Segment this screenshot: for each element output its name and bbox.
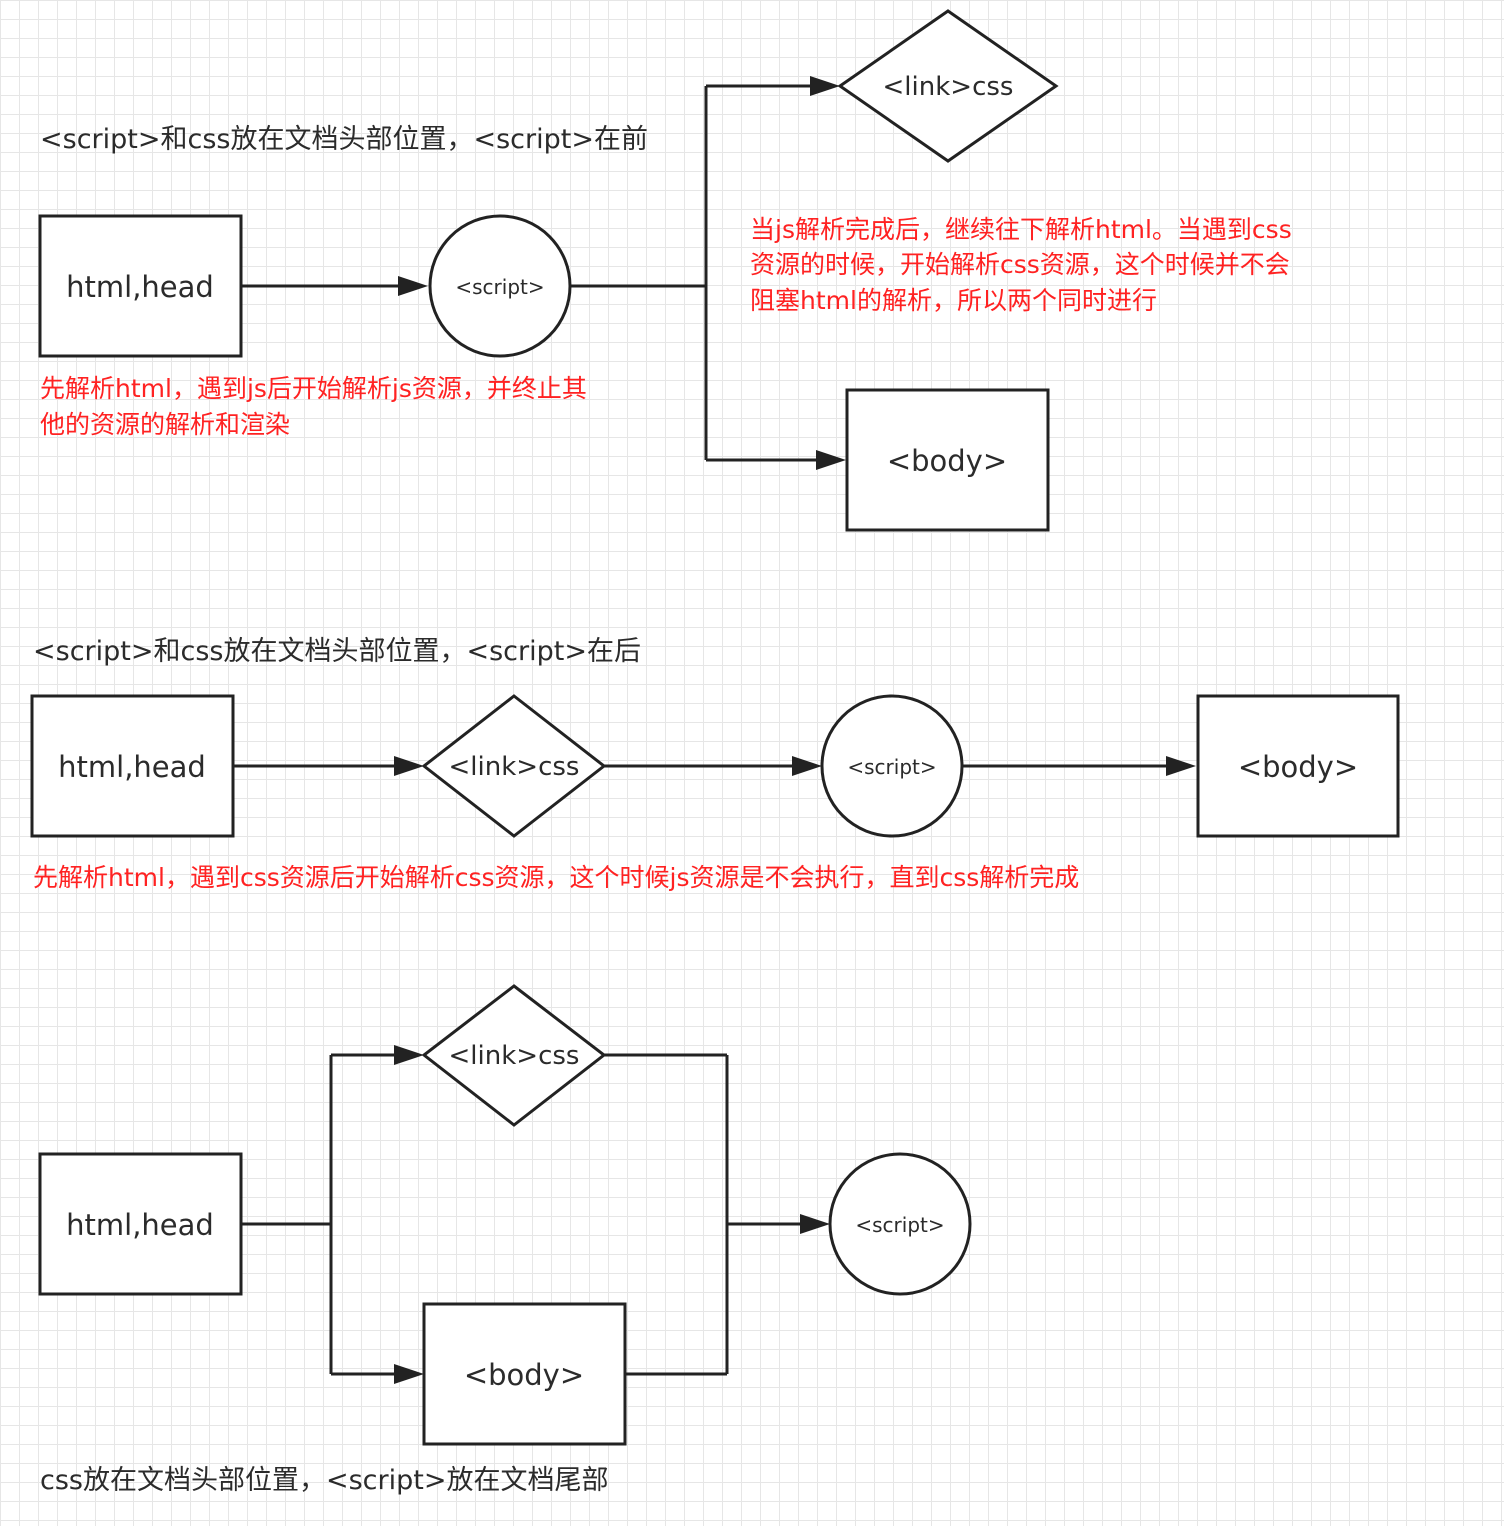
arrowhead	[1166, 756, 1196, 776]
node-link-css-label: <link>css	[883, 72, 1014, 102]
section1-note-left-line1: 先解析html，遇到js后开始解析js资源，并终止其	[40, 374, 587, 403]
section-script-last: <script>和css放在文档头部位置，<script>在后 html,hea…	[30, 636, 1400, 892]
arrowhead	[394, 1364, 424, 1384]
section1-note-right-line3: 阻塞html的解析，所以两个同时进行	[750, 286, 1157, 315]
node-html-head	[38, 214, 243, 358]
node-body	[845, 388, 1050, 532]
section2-note: 先解析html，遇到css资源后开始解析css资源，这个时候js资源是不会执行，…	[33, 863, 1079, 892]
node-html-head-label: html,head	[66, 1208, 214, 1242]
arrowhead	[810, 76, 840, 96]
section-script-at-end: html,head <link>css <body> <script> css放…	[38, 984, 972, 1496]
arrowhead	[398, 276, 428, 296]
node-body-label: <body>	[887, 444, 1007, 478]
section-script-first: <script>和css放在文档头部位置，<script>在前 html,hea…	[38, 9, 1292, 532]
arrowhead	[394, 1045, 424, 1065]
node-script-label: <script>	[455, 275, 544, 299]
section3-heading: css放在文档头部位置，<script>放在文档尾部	[40, 1465, 608, 1496]
node-link-css-label: <link>css	[449, 1041, 580, 1071]
node-script	[428, 214, 572, 358]
node-body-label: <body>	[464, 1358, 584, 1392]
node-link-css-label: <link>css	[449, 752, 580, 782]
node-html-head	[38, 1152, 243, 1296]
section1-note-right-line2: 资源的时候，开始解析css资源，这个时候并不会	[750, 250, 1290, 279]
section1-heading: <script>和css放在文档头部位置，<script>在前	[40, 124, 648, 155]
section2-heading: <script>和css放在文档头部位置，<script>在后	[33, 636, 641, 667]
node-script-label: <script>	[847, 755, 936, 779]
arrowhead	[792, 756, 822, 776]
node-html-head-label: html,head	[66, 270, 214, 304]
node-link-css	[421, 984, 607, 1127]
node-body-label: <body>	[1238, 750, 1358, 784]
arrowhead	[394, 756, 424, 776]
node-html-head	[30, 694, 235, 838]
node-body	[1196, 694, 1400, 838]
node-script	[828, 1152, 972, 1296]
node-html-head-label: html,head	[58, 750, 206, 784]
node-script-label: <script>	[855, 1213, 944, 1237]
node-link-css	[421, 694, 607, 838]
node-script	[820, 694, 964, 838]
section1-note-right-line1: 当js解析完成后，继续往下解析html。当遇到css	[750, 215, 1292, 244]
arrowhead	[816, 450, 846, 470]
node-body	[422, 1302, 627, 1446]
node-link-css	[837, 9, 1059, 163]
arrowhead	[800, 1214, 830, 1234]
section1-note-left-line2: 他的资源的解析和渲染	[40, 410, 290, 439]
